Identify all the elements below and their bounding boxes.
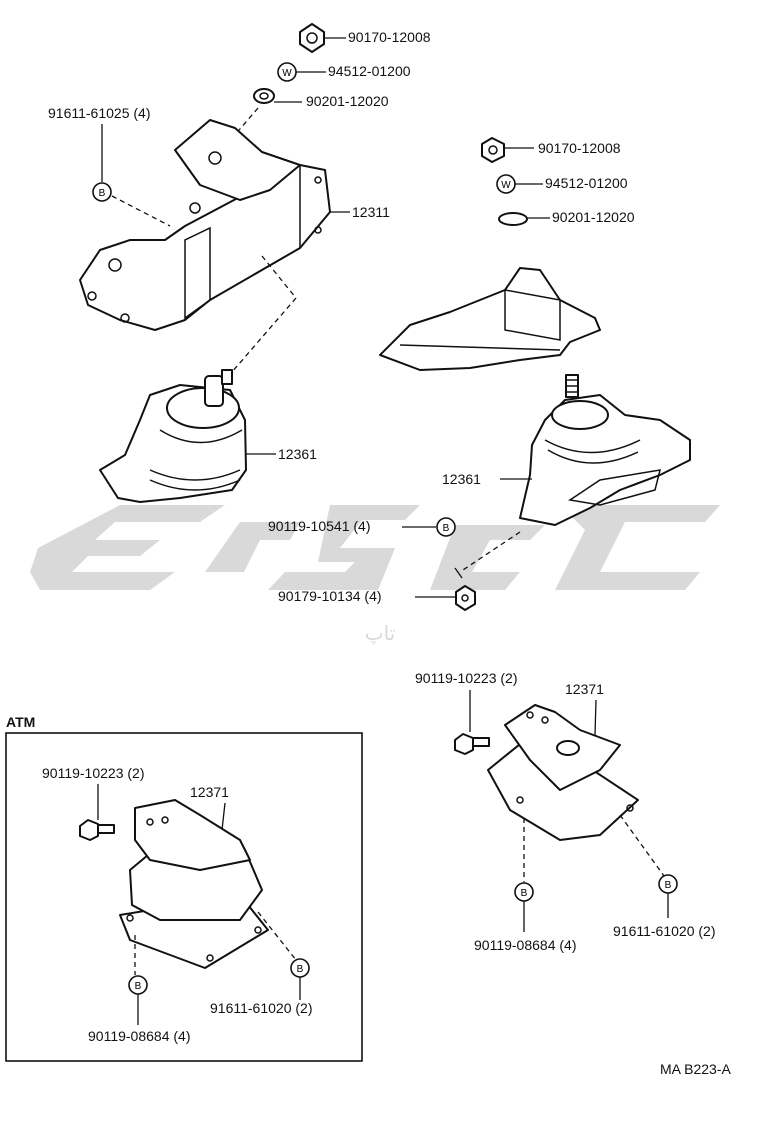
watermark-logo: تاپ: [30, 505, 720, 645]
label-atm-bolt-right: 91611-61020 (2): [210, 1000, 312, 1016]
label-rear-bolt-right: 91611-61020 (2): [613, 923, 715, 939]
bolt-marker-text: B: [99, 188, 106, 199]
atm-box: [5, 732, 363, 1062]
label-rear-bolt-top: 90119-10223 (2): [415, 670, 517, 686]
atm-bolt-bottom-marker-text: B: [135, 981, 142, 992]
rear-bolt-icon: [454, 733, 490, 755]
rear-mount-icon: [487, 704, 639, 841]
label-atm-bolt-top: 90119-10223 (2): [42, 765, 144, 781]
label-atm-bolt-bottom: 90119-08684 (4): [88, 1028, 190, 1044]
figure-code: MA B223-A: [660, 1061, 731, 1077]
label-plate-washer-right: 90201-12020: [552, 209, 635, 225]
label-bolt-mid: 90119-10541 (4): [268, 518, 370, 534]
label-nut-right: 90170-12008: [538, 140, 621, 156]
label-insulator-right: 12361: [442, 471, 481, 487]
washer-left-icon: W: [277, 62, 297, 82]
label-atm-mount: 12371: [190, 784, 229, 800]
atm-bolt-bottom-marker-icon: B: [128, 975, 148, 995]
atm-mount-icon: [119, 799, 269, 969]
label-rear-mount: 12371: [565, 681, 604, 697]
plate-washer-right-icon: [498, 212, 528, 226]
atm-bolt-icon: [79, 819, 115, 841]
bolt-marker-icon: B: [92, 182, 112, 202]
bolt-mid-marker-text: B: [443, 523, 450, 534]
washer-marker-text: W: [282, 68, 292, 79]
washer-right-marker-text: W: [501, 180, 511, 191]
label-nut-left: 90170-12008: [348, 29, 431, 45]
washer-right-icon: W: [496, 174, 516, 194]
label-washer-left: 94512-01200: [328, 63, 411, 79]
nut-right-icon: [481, 137, 505, 163]
insulator-left-icon: [99, 369, 247, 503]
label-nut-mid: 90179-10134 (4): [278, 588, 382, 604]
nut-left-icon: [299, 23, 325, 53]
rear-bolt-bottom-marker-text: B: [521, 888, 528, 899]
frame-bracket-right-icon: [379, 267, 601, 371]
rear-bolt-bottom-marker-icon: B: [514, 882, 534, 902]
label-plate-washer-left: 90201-12020: [306, 93, 389, 109]
label-insulator-left: 12361: [278, 446, 317, 462]
atm-bolt-right-marker-text: B: [297, 964, 304, 975]
rear-bolt-right-marker-icon: B: [658, 874, 678, 894]
label-bracket-left: 12311: [352, 204, 390, 220]
label-rear-bolt-bottom: 90119-08684 (4): [474, 937, 576, 953]
bolt-mid-marker-icon: B: [436, 517, 456, 537]
insulator-right-icon: [519, 374, 691, 526]
plate-washer-left-icon: [253, 88, 275, 104]
label-bolt-left-top: 91611-61025 (4): [48, 105, 150, 121]
flange-nut-mid-icon: [455, 585, 476, 611]
watermark-text: تاپ: [365, 621, 396, 645]
atm-heading: ATM: [6, 714, 35, 730]
bracket-12311-icon: [79, 119, 331, 331]
rear-bolt-right-marker-text: B: [665, 880, 672, 891]
label-washer-right: 94512-01200: [545, 175, 628, 191]
atm-bolt-right-marker-icon: B: [290, 958, 310, 978]
